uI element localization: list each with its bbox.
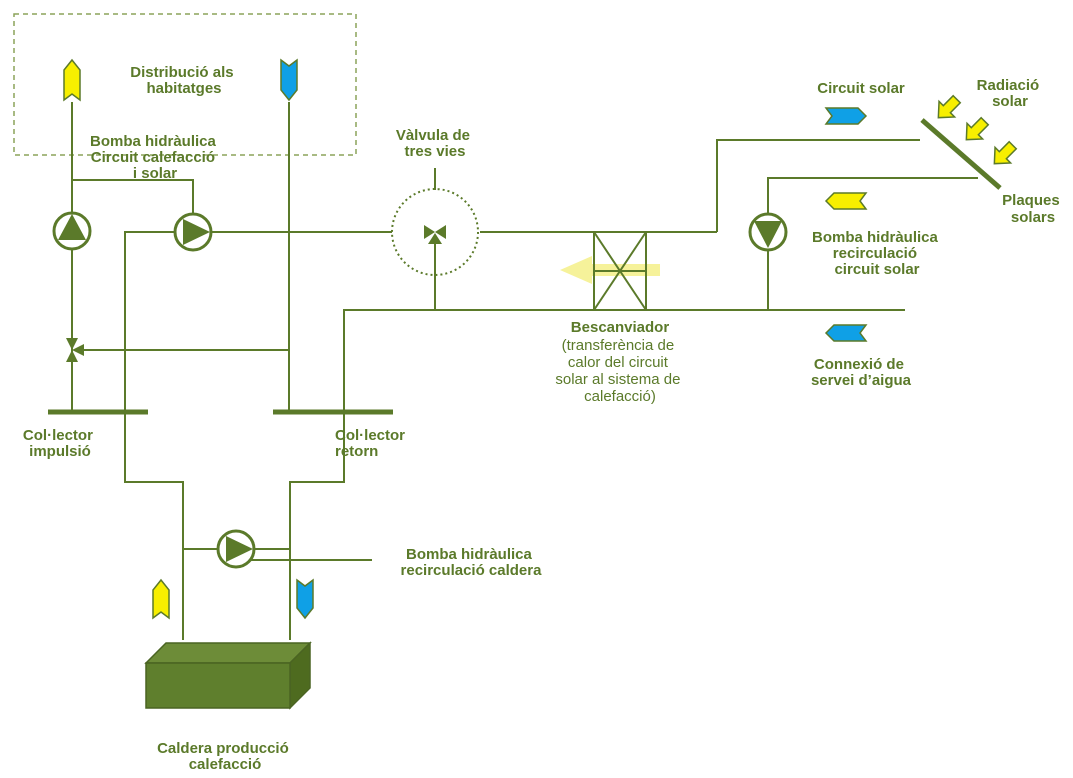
sun-ray-arrow-icon (965, 116, 990, 141)
bomba-solar-label: Bomba hidràulica recirculació circuit so… (812, 229, 942, 278)
flow-arrow-right-blue-icon (824, 107, 868, 125)
flow-arrow-up-yellow-icon (63, 58, 81, 102)
connexio-label: Connexió de servei d’aigua (811, 356, 912, 389)
pipe-network (71, 102, 978, 640)
bomba-calefaccio-label: Bomba hidràulica Circuit calefacció i so… (90, 133, 220, 182)
circuit-solar-label: Circuit solar (817, 80, 905, 97)
distribucio-label: Distribució als habitatges (130, 64, 238, 97)
caldera-label: Caldera producció calefacció (157, 740, 293, 773)
heat-exchanger-icon (560, 231, 660, 311)
three-way-valve-icon (391, 188, 479, 276)
pump-icon (748, 212, 788, 252)
flow-arrow-down-blue-icon (296, 578, 314, 620)
bescanviador-title: Bescanviador (571, 319, 670, 336)
plaques-label: Plaques solars (1002, 192, 1064, 226)
flow-arrow-up-yellow-icon (152, 578, 170, 620)
three-way-valve-icon (66, 338, 84, 362)
flow-arrow-left-yellow-icon (824, 192, 868, 210)
pump-icon (52, 211, 92, 251)
sun-ray-arrow-icon (937, 94, 962, 119)
radiacio-label: Radiació solar (977, 77, 1044, 110)
boiler-box-icon (144, 641, 312, 710)
collector-impulsio-label: Col·lector impulsió (23, 427, 97, 460)
flow-arrow-down-blue-icon (280, 58, 298, 102)
solar-panel-icon (920, 118, 1002, 190)
flow-arrow-left-blue-icon (824, 324, 868, 342)
distribution-area-box (13, 13, 357, 156)
pump-icon (216, 529, 256, 569)
bescanviador-description: (transferència de calor del circuit sola… (555, 337, 684, 405)
pump-icon (173, 212, 213, 252)
valvula-label: Vàlvula de tres vies (396, 127, 474, 160)
collector-retorn-label: Col·lector retorn (335, 427, 409, 460)
bomba-caldera-label: Bomba hidràulica recirculació caldera (401, 546, 543, 579)
sun-ray-arrow-icon (993, 140, 1018, 165)
